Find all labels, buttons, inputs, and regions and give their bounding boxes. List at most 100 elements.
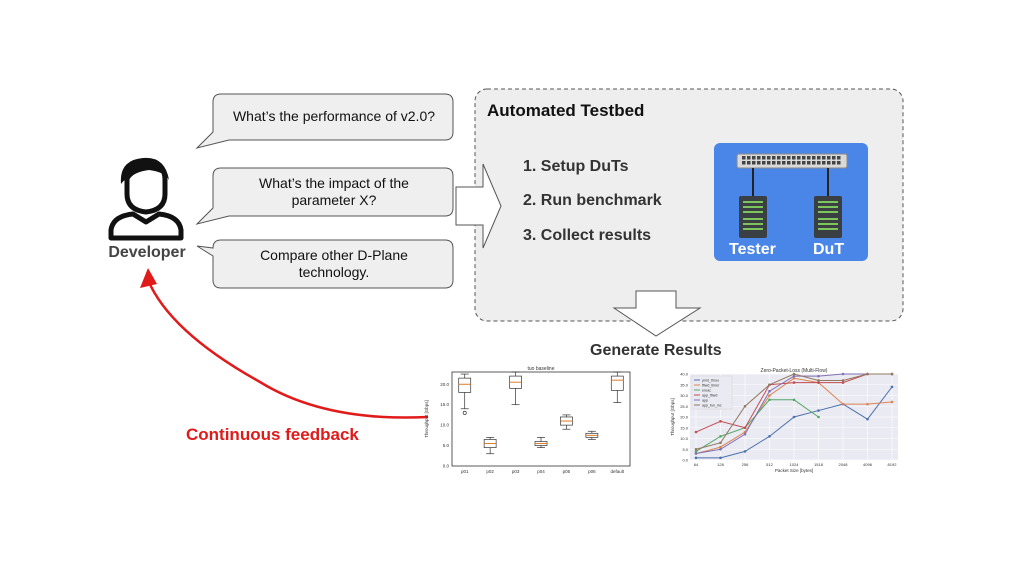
data-point bbox=[817, 415, 820, 419]
switch-port bbox=[777, 156, 781, 160]
switch-port bbox=[767, 156, 771, 160]
developer-head bbox=[124, 159, 168, 215]
data-point bbox=[719, 420, 722, 423]
x-tick-label: 1518 bbox=[814, 462, 824, 467]
x-tick-label: p04 bbox=[537, 469, 545, 474]
switch-port bbox=[817, 156, 821, 160]
switch-port bbox=[772, 156, 776, 160]
switch-port bbox=[807, 156, 811, 160]
x-tick-label: 1024 bbox=[790, 462, 800, 467]
testbed-step-collect: 3. Collect results bbox=[523, 227, 652, 244]
x-tick-label: 8192 bbox=[888, 462, 898, 467]
bubble-text-line2: parameter X? bbox=[291, 192, 377, 208]
tester-label: Tester bbox=[729, 241, 776, 258]
data-point bbox=[694, 430, 698, 434]
y-tick-label: 25.0 bbox=[680, 404, 689, 409]
switch-port bbox=[837, 161, 841, 165]
data-point bbox=[694, 450, 698, 453]
switch-port bbox=[827, 156, 831, 160]
bubble-shape bbox=[195, 167, 454, 225]
switch-port bbox=[792, 156, 796, 160]
data-point bbox=[719, 445, 722, 449]
dut-server-icon bbox=[814, 196, 842, 238]
switch-port bbox=[812, 156, 816, 160]
x-tick-label: 4096 bbox=[863, 462, 873, 467]
switch-icon bbox=[736, 153, 848, 169]
data-point bbox=[841, 372, 845, 376]
data-point bbox=[768, 389, 771, 393]
data-point bbox=[890, 385, 894, 389]
switch-port bbox=[757, 161, 761, 165]
x-tick-label: p01 bbox=[461, 469, 469, 474]
data-point bbox=[719, 441, 722, 445]
data-point bbox=[719, 447, 722, 451]
feedback-arrow bbox=[140, 268, 429, 419]
switch-port bbox=[822, 161, 826, 165]
bubble-shape bbox=[195, 93, 454, 149]
chart-title: Zero-Packet-Loss (Multi-Flow) bbox=[761, 368, 828, 374]
legend-label: tflwd_timer bbox=[702, 384, 720, 388]
plot-area bbox=[451, 371, 631, 467]
switch-port bbox=[802, 161, 806, 165]
y-tick-label: 35.0 bbox=[680, 382, 689, 387]
question-bubble-performance: What’s the performance of v2.0? bbox=[193, 92, 455, 150]
line-chart: Zero-Packet-Loss (Multi-Flow)0.05.010.01… bbox=[670, 368, 898, 473]
data-point bbox=[841, 381, 845, 384]
series-line bbox=[695, 399, 819, 452]
question-bubble-parameter: What’s the impact of the parameter X? bbox=[193, 166, 455, 226]
switch-port bbox=[792, 161, 796, 165]
feedback-label: Continuous feedback bbox=[186, 425, 359, 444]
switch-port bbox=[797, 156, 801, 160]
legend-label: pmd_thruo bbox=[702, 379, 719, 383]
switch-port bbox=[747, 156, 751, 160]
dut-label: DuT bbox=[813, 241, 845, 258]
data-point bbox=[792, 374, 796, 378]
legend: pmd_thruotflwd_timerereacapp_tflwdappapp… bbox=[691, 375, 733, 410]
switch-port bbox=[767, 161, 771, 165]
data-point bbox=[817, 409, 820, 412]
testbed-title: Automated Testbed bbox=[487, 101, 645, 120]
data-point bbox=[768, 383, 771, 387]
switch-port bbox=[742, 156, 746, 160]
switch-port bbox=[742, 161, 746, 165]
y-tick-label: 0.0 bbox=[443, 464, 450, 469]
switch-port bbox=[772, 161, 776, 165]
y-tick-label: 40.0 bbox=[680, 372, 689, 377]
data-point bbox=[890, 372, 894, 376]
data-point bbox=[866, 402, 869, 406]
data-point bbox=[841, 402, 845, 406]
testbed-step-benchmark: 2. Run benchmark bbox=[523, 192, 662, 209]
y-tick-label: 15.0 bbox=[680, 425, 689, 430]
box-body bbox=[458, 377, 472, 393]
data-point bbox=[694, 452, 698, 455]
data-point bbox=[841, 379, 845, 382]
switch-port bbox=[807, 161, 811, 165]
down-arrow-icon bbox=[612, 290, 702, 337]
data-point bbox=[792, 377, 796, 380]
y-tick-label: 15.0 bbox=[440, 402, 449, 407]
boxplot-chart: tuo baseline0.05.010.015.020.0Throughput… bbox=[424, 366, 631, 474]
data-point bbox=[817, 381, 820, 384]
switch-port bbox=[827, 161, 831, 165]
developer-body bbox=[108, 211, 184, 241]
y-tick-label: 0.0 bbox=[682, 458, 688, 463]
data-point bbox=[743, 432, 747, 436]
switch-port bbox=[752, 161, 756, 165]
data-point bbox=[694, 447, 698, 451]
legend-label: app_tflwd bbox=[702, 394, 717, 398]
switch-port bbox=[797, 161, 801, 165]
switch-port bbox=[787, 161, 791, 165]
data-point bbox=[743, 404, 747, 408]
legend-label: app bbox=[702, 399, 708, 403]
switch-port bbox=[782, 156, 786, 160]
data-point bbox=[817, 374, 820, 378]
switch-port bbox=[822, 156, 826, 160]
input-arrow-icon bbox=[455, 163, 502, 249]
switch-port bbox=[762, 156, 766, 160]
x-tick-label: 128 bbox=[717, 462, 724, 467]
bubble-text-line1: What’s the impact of the bbox=[259, 175, 409, 191]
data-point bbox=[890, 400, 894, 404]
switch-port bbox=[787, 156, 791, 160]
x-tick-label: default bbox=[611, 469, 625, 474]
box-outlier bbox=[462, 410, 467, 415]
